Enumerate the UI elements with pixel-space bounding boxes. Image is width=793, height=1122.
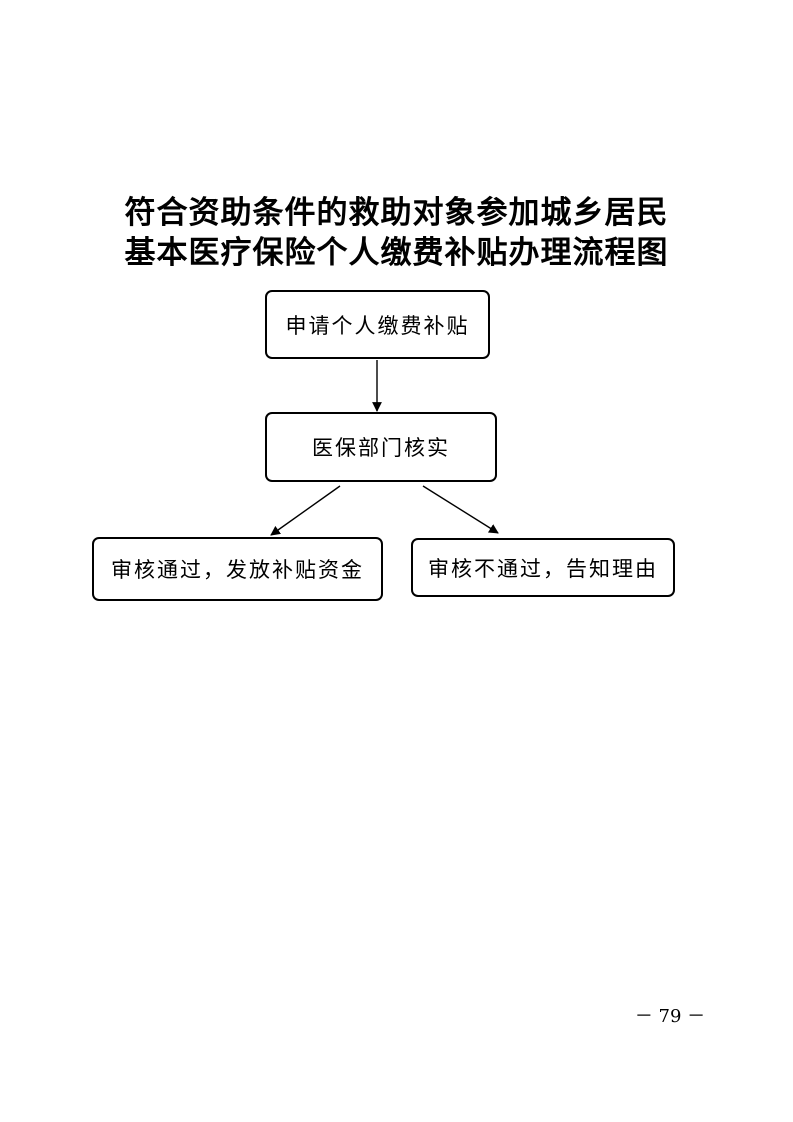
step-medical-insurance-verification: 医保部门核实: [265, 412, 497, 482]
outcome-rejected-label: 审核不通过，告知理由: [428, 556, 658, 581]
outcome-rejected: 审核不通过，告知理由: [411, 538, 675, 597]
diagram-title-line-2: 基本医疗保险个人缴费补贴办理流程图: [124, 235, 669, 271]
arrow-verify-to-rejected: [422, 485, 499, 534]
step-apply-subsidy-label: 申请个人缴费补贴: [285, 313, 470, 338]
outcome-approved: 审核通过，发放补贴资金: [92, 537, 383, 601]
arrow-verify-to-approved: [270, 485, 341, 536]
step-verification-label: 医保部门核实: [312, 436, 450, 460]
step-apply-subsidy: 申请个人缴费补贴: [265, 290, 490, 359]
diagram-title-line-1: 符合资助条件的救助对象参加城乡居民: [124, 195, 669, 231]
outcome-approved-label: 审核通过，发放补贴资金: [111, 558, 364, 582]
page-number: － 79 －: [634, 1006, 706, 1027]
